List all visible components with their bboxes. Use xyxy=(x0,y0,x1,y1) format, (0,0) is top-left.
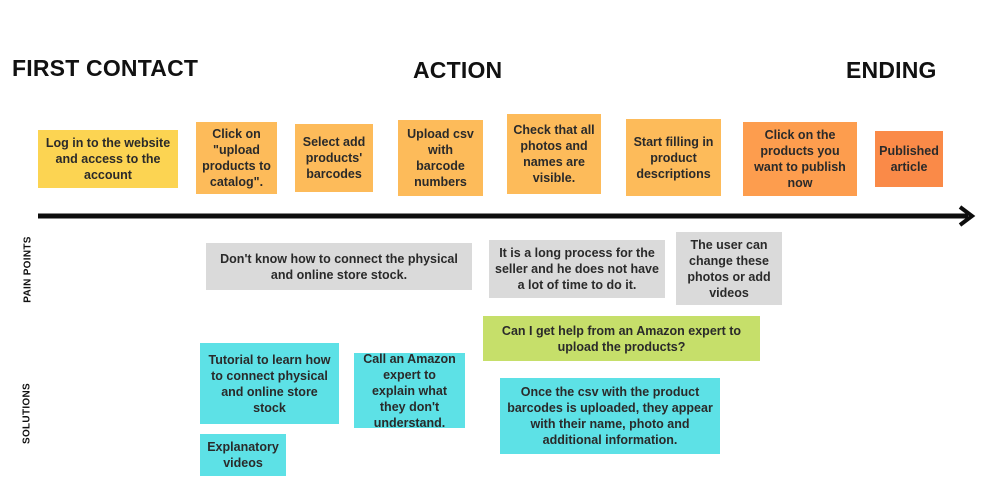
solution-note-call-expert: Call an Amazon expert to explain what th… xyxy=(354,351,465,430)
step-text: Upload csv with barcode numbers xyxy=(407,127,474,189)
step-text: Published article xyxy=(879,144,939,174)
step-note-upload-catalog: Click on "upload products to catalog". xyxy=(196,122,277,194)
pain-point-note-long-process: It is a long process for the seller and … xyxy=(489,240,665,298)
solution-note-tutorial: Tutorial to learn how to connect physica… xyxy=(200,343,339,424)
solution-text: Call an Amazon expert to explain what th… xyxy=(363,351,456,430)
step-note-published-article: Published article xyxy=(875,131,943,187)
step-text: Start filling in product descriptions xyxy=(633,134,714,181)
stage-title-action: ACTION xyxy=(413,57,503,83)
pain-point-text: Can I get help from an Amazon expert to … xyxy=(501,323,742,354)
pain-point-text: Don't know how to connect the physical a… xyxy=(220,251,458,282)
step-text: Click on the products you want to publis… xyxy=(754,128,846,190)
solution-text: Tutorial to learn how to connect physica… xyxy=(208,352,331,415)
solution-text: Explanatory videos xyxy=(207,440,279,470)
step-note-product-descriptions: Start filling in product descriptions xyxy=(626,119,721,196)
step-text: Check that all photos and names are visi… xyxy=(513,123,595,185)
step-text: Click on "upload products to catalog". xyxy=(202,127,271,189)
pain-point-text: The user can change these photos or add … xyxy=(687,237,771,300)
solution-note-explanatory-videos: Explanatory videos xyxy=(200,434,286,476)
pain-points-label: PAIN POINTS xyxy=(22,236,34,303)
step-note-check-photos: Check that all photos and names are visi… xyxy=(507,114,601,194)
step-note-select-barcodes: Select add products' barcodes xyxy=(295,124,373,192)
solutions-label: SOLUTIONS xyxy=(21,382,33,445)
step-note-login: Log in to the website and access to the … xyxy=(38,130,178,188)
stage-title-ending: ENDING xyxy=(846,57,937,83)
solution-text: Once the csv with the product barcodes i… xyxy=(507,385,713,447)
pain-point-note-amazon-expert: Can I get help from an Amazon expert to … xyxy=(483,316,760,361)
pain-point-note-change-photos: The user can change these photos or add … xyxy=(676,232,782,305)
step-note-click-products: Click on the products you want to publis… xyxy=(743,122,857,196)
pain-point-text: It is a long process for the seller and … xyxy=(495,246,659,292)
step-text: Select add products' barcodes xyxy=(302,135,366,181)
step-note-upload-csv: Upload csv with barcode numbers xyxy=(398,120,483,196)
pain-point-note-stock-connection: Don't know how to connect the physical a… xyxy=(206,243,472,290)
stage-title-first-contact: FIRST CONTACT xyxy=(12,55,199,81)
step-text: Log in to the website and access to the … xyxy=(45,136,171,182)
solution-note-csv-uploaded: Once the csv with the product barcodes i… xyxy=(500,378,720,454)
